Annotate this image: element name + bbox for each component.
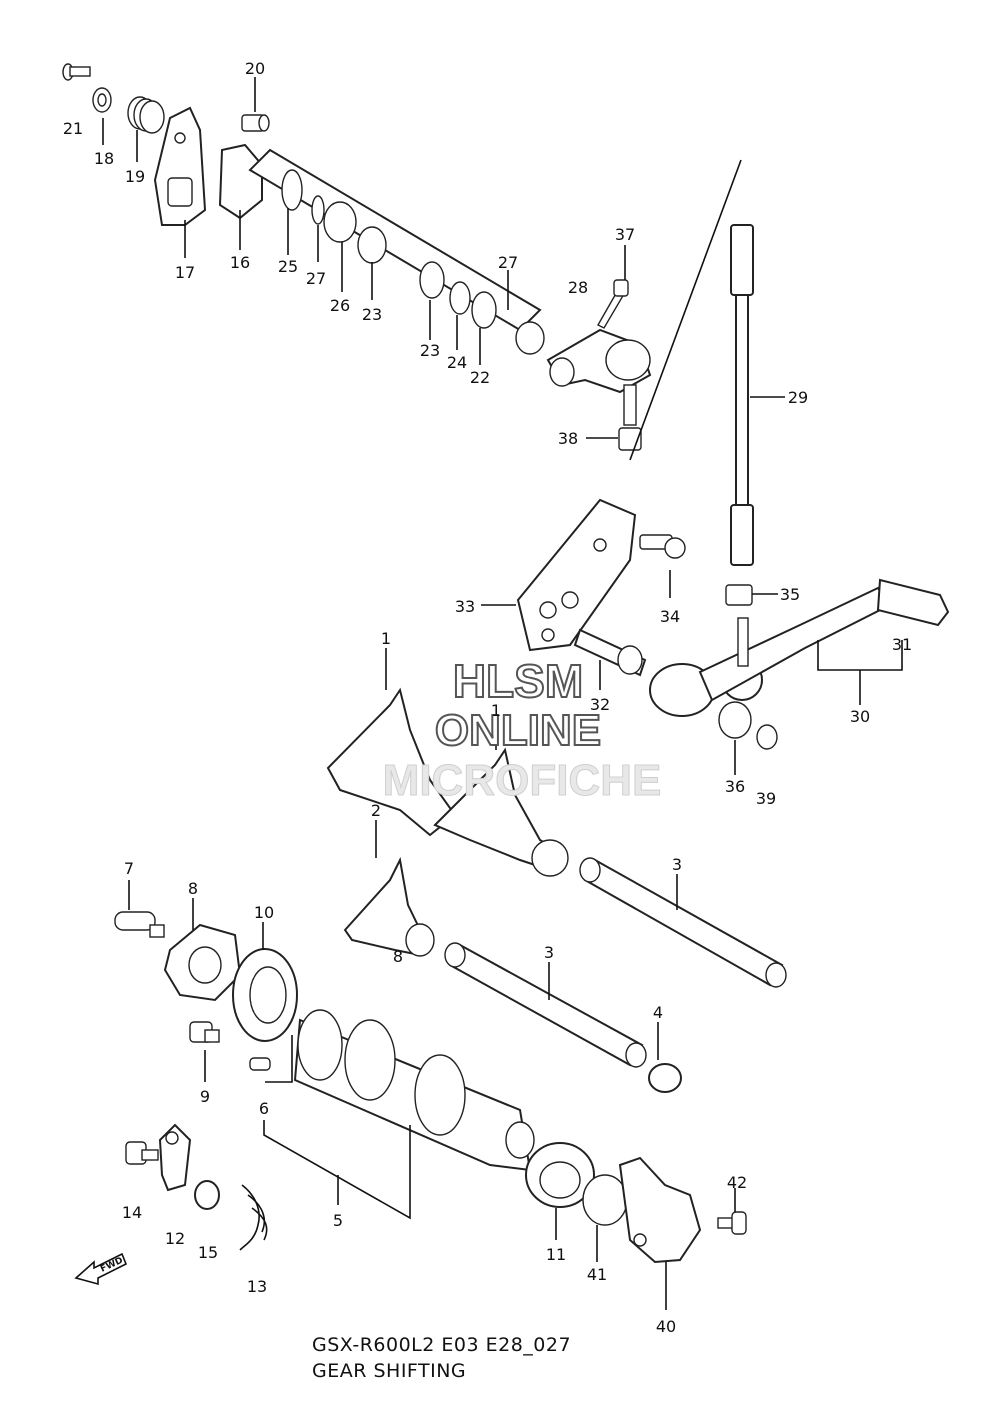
diagram-title: GEAR SHIFTING [312, 1360, 467, 1382]
part-label: 28 [568, 278, 588, 297]
gearshift-link-arm [516, 498, 686, 652]
part-label: 23 [420, 341, 440, 360]
part-label: 10 [254, 903, 274, 922]
watermark-line-2: ONLINE [435, 706, 601, 755]
watermark-line-3: MICROFICHE [383, 756, 662, 805]
part-label: 31 [892, 635, 912, 654]
part-label: 29 [788, 388, 808, 407]
shift-forks [326, 687, 569, 957]
part-label: 2 [371, 801, 381, 820]
part-label: 42 [727, 1173, 747, 1192]
part-label: 17 [175, 263, 195, 282]
part-label: 23 [362, 305, 382, 324]
part-label: 37 [615, 225, 635, 244]
part-label: 15 [198, 1243, 218, 1262]
part-label: 27 [498, 253, 518, 272]
part-label: 16 [230, 253, 250, 272]
diagram-code: GSX-R600L2 E03 E28_027 [312, 1334, 572, 1356]
part-label: 13 [247, 1277, 267, 1296]
part-label: 20 [245, 59, 265, 78]
part-label: 5 [333, 1211, 343, 1230]
part-label: 8 [188, 879, 198, 898]
forward-direction-arrow: FWD [72, 1248, 132, 1293]
leader-lines [102, 77, 903, 1310]
part-label: 8 [393, 947, 403, 966]
part-label: 41 [587, 1265, 607, 1284]
part-label: 11 [546, 1245, 566, 1264]
part-label: 6 [259, 1099, 269, 1118]
part-label: 21 [63, 119, 83, 138]
part-label: 12 [165, 1229, 185, 1248]
gearshift-lever [573, 578, 950, 750]
part-label: 3 [672, 855, 682, 874]
fork-shafts [444, 857, 787, 1093]
part-label: 33 [455, 597, 475, 616]
part-label: 3 [544, 943, 554, 962]
watermark: HLSM ONLINE MICROFICHE [382, 654, 662, 806]
gear-shift-shaft-assembly [62, 63, 652, 451]
part-label: 9 [200, 1087, 210, 1106]
part-label: 38 [558, 429, 578, 448]
part-label: 14 [122, 1203, 142, 1222]
part-label: 1 [491, 701, 501, 720]
part-label: 30 [850, 707, 870, 726]
part-label: 36 [725, 777, 745, 796]
shift-rod [629, 159, 754, 606]
part-labels: 1 1 2 3 3 4 5 6 7 8 8 9 10 11 12 13 14 1… [63, 59, 912, 1336]
shift-cam-assembly [114, 911, 747, 1264]
part-label: 24 [447, 353, 467, 372]
part-label: 26 [330, 296, 350, 315]
watermark-line-1: HLSM [453, 655, 583, 707]
part-label: 7 [124, 859, 134, 878]
part-label: 35 [780, 585, 800, 604]
part-label: 1 [381, 629, 391, 648]
part-label: 25 [278, 257, 298, 276]
part-label: 22 [470, 368, 490, 387]
part-label: 32 [590, 695, 610, 714]
part-label: 40 [656, 1317, 676, 1336]
part-label: 27 [306, 269, 326, 288]
fwd-arrow-icon: FWD [74, 1252, 128, 1286]
part-label: 34 [660, 607, 680, 626]
part-label: 4 [653, 1003, 663, 1022]
part-label: 19 [125, 167, 145, 186]
part-label: 39 [756, 789, 776, 808]
part-label: 18 [94, 149, 114, 168]
